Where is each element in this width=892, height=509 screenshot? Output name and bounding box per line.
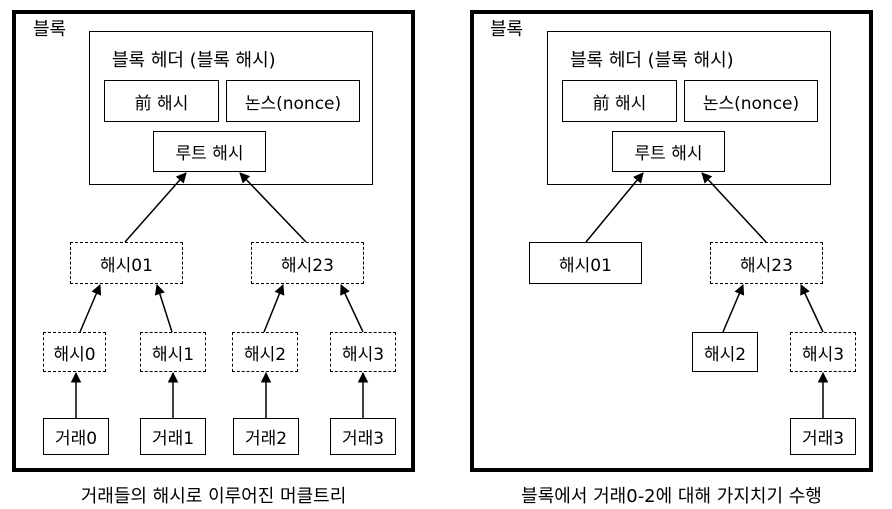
- right-block-header-box: [547, 31, 831, 185]
- right-block-label: 블록: [490, 19, 524, 40]
- left-block-label: 블록: [33, 19, 67, 40]
- left-tx3-box: 거래3: [330, 418, 396, 455]
- left-root-hash-box: 루트 해시: [153, 131, 266, 172]
- left-block-header-title: 블록 헤더 (블록 해시): [112, 50, 276, 71]
- left-caption: 거래들의 해시로 이루어진 머클트리: [80, 486, 347, 507]
- left-tx2-box: 거래2: [233, 418, 299, 455]
- right-hash2-box: 해시2: [692, 332, 758, 372]
- left-tx0-box: 거래0: [43, 418, 109, 455]
- left-hash1-box: 해시1: [140, 332, 206, 372]
- right-caption: 블록에서 거래0-2에 대해 가지치기 수행: [521, 486, 822, 507]
- right-root-hash-box: 루트 해시: [612, 131, 725, 172]
- left-nonce-box: 논스(nonce): [226, 80, 360, 122]
- left-hash0-box: 해시0: [43, 332, 106, 372]
- left-block-header-box: [89, 31, 373, 185]
- left-hash23-box: 해시23: [251, 242, 364, 284]
- left-hash3-box: 해시3: [330, 332, 396, 372]
- right-prev-hash-box: 前 해시: [562, 80, 677, 122]
- left-hash01-box: 해시01: [70, 242, 183, 284]
- right-hash3-box: 해시3: [790, 332, 856, 372]
- left-prev-hash-box: 前 해시: [104, 80, 219, 122]
- right-block-header-title: 블록 헤더 (블록 해시): [570, 50, 734, 71]
- left-tx1-box: 거래1: [140, 418, 206, 455]
- right-nonce-box: 논스(nonce): [684, 80, 818, 122]
- left-hash2-box: 해시2: [232, 332, 298, 372]
- right-hash23-box: 해시23: [710, 242, 823, 284]
- right-tx3-box: 거래3: [790, 418, 856, 455]
- right-hash01-box: 해시01: [529, 242, 642, 284]
